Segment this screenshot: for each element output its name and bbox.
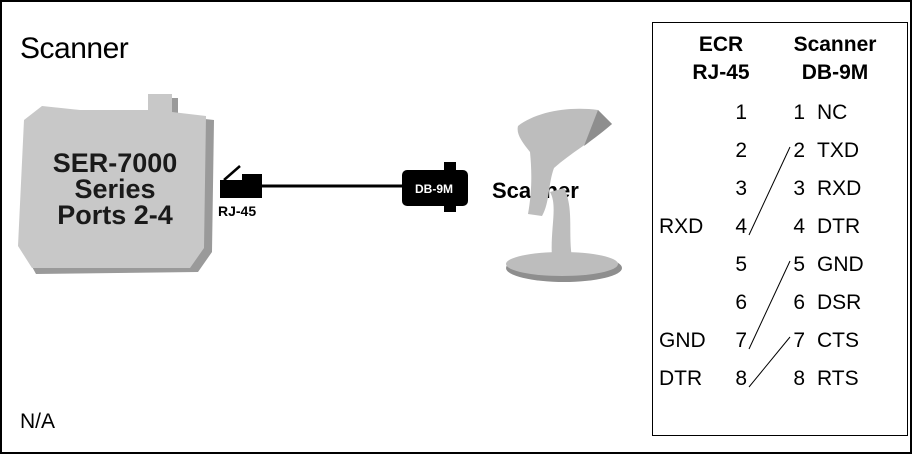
db9m-header: DB-9M — [801, 61, 869, 84]
scanner-pin: 5 — [793, 253, 805, 276]
scanner-signal: RXD — [817, 177, 862, 200]
pin-wire-lines — [748, 146, 791, 388]
scanner-pin: 4 — [793, 215, 805, 238]
page-title: Scanner — [20, 32, 129, 65]
rj45-plug-icon: RJ-45 — [218, 165, 262, 219]
ecr-pin: 4 — [735, 215, 747, 238]
ecr-pin: 1 — [735, 101, 747, 124]
ecr-pin: 2 — [735, 139, 747, 162]
ecr-pin: 8 — [735, 367, 747, 390]
ecr-header: ECR — [698, 33, 744, 56]
rj45-header: RJ-45 — [692, 61, 750, 84]
scanner-signal: DTR — [817, 215, 861, 238]
scanner-pin: 2 — [793, 139, 805, 162]
ecr-signal: RXD — [659, 215, 704, 238]
db9-connector-icon: DB-9M — [402, 162, 468, 212]
scanner-signal: RTS — [817, 367, 859, 390]
scanner-signal: TXD — [817, 139, 859, 162]
pin-wire-7-to-5 — [748, 260, 791, 350]
register-label-line-3: Ports 2-4 — [57, 200, 173, 230]
scanner-pin: 3 — [793, 177, 805, 200]
scanner-pin: 8 — [793, 367, 805, 390]
pin-wire-8-to-7 — [748, 336, 791, 388]
register-label-line-2: Series — [74, 174, 155, 204]
scanner-signal: GND — [817, 253, 864, 276]
scanner-pin: 6 — [793, 291, 805, 314]
scanner-signal: NC — [817, 101, 848, 124]
ecr-pin: 5 — [735, 253, 747, 276]
footer-note: N/A — [20, 410, 56, 433]
ecr-pin: 3 — [735, 177, 747, 200]
scanner-header: Scanner — [793, 33, 877, 56]
scanner-icon — [506, 108, 622, 282]
rj45-label: RJ-45 — [218, 203, 256, 219]
register-label-line-1: SER-7000 — [53, 148, 178, 178]
connection-illustration: SER-7000 Series Ports 2-4 RJ-45 DB-9M Sc… — [18, 94, 622, 282]
ecr-signal: GND — [659, 329, 706, 352]
pin-wire-4-to-2 — [748, 146, 791, 236]
register-body — [18, 94, 206, 268]
db9-label: DB-9M — [415, 182, 453, 196]
scanner-pin: 1 — [793, 101, 805, 124]
ecr-signal: DTR — [659, 367, 703, 390]
scanner-signal: DSR — [817, 291, 862, 314]
ecr-pin: 6 — [735, 291, 747, 314]
scanner-pin: 7 — [793, 329, 805, 352]
ecr-pin: 7 — [735, 329, 747, 352]
cash-register-icon: SER-7000 Series Ports 2-4 — [18, 94, 214, 274]
scanner-signal: CTS — [817, 329, 859, 352]
